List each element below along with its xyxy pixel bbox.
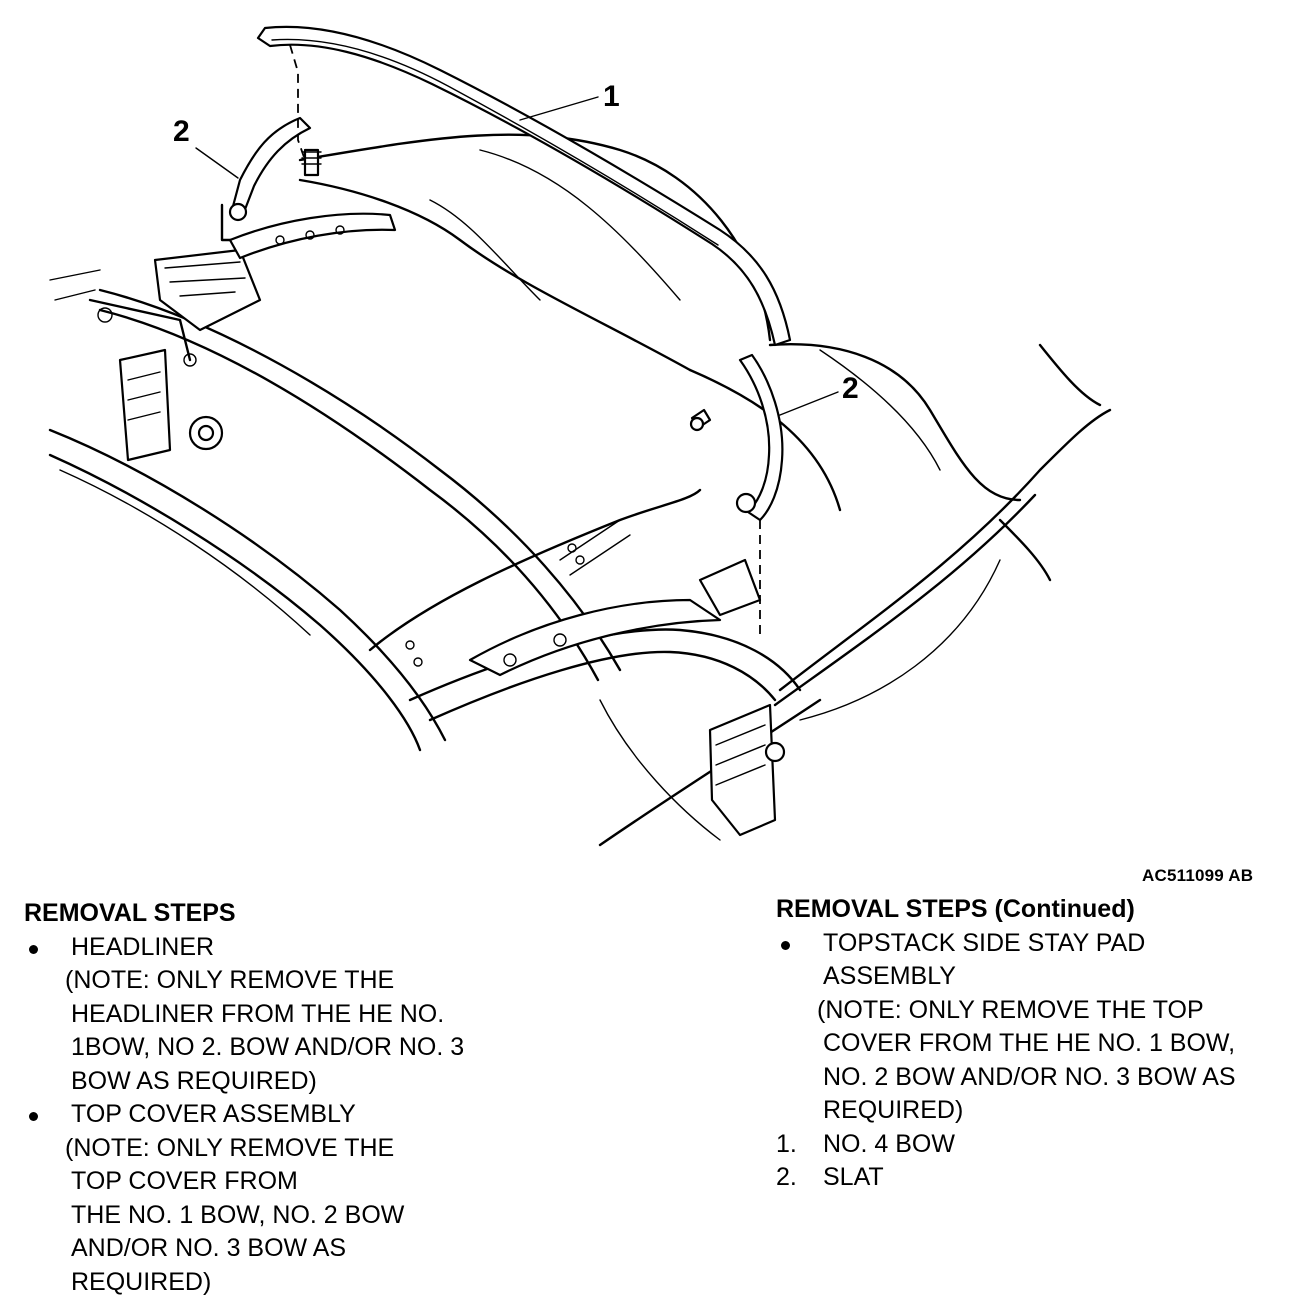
step-headliner: HEADLINER (NOTE: ONLY REMOVE THE HEADLIN… [24, 931, 544, 1099]
step-note-line: 1BOW, NO 2. BOW AND/OR NO. 3 [71, 1031, 544, 1065]
step-note-line: HEADLINER FROM THE HE NO. [71, 998, 544, 1032]
step-note-line: COVER FROM THE HE NO. 1 BOW, [823, 1027, 1306, 1061]
left-hinge-mechanism [50, 214, 395, 460]
step-note-line: REQUIRED) [823, 1094, 1306, 1128]
callout-number-2-upper: 2 [173, 117, 190, 147]
bullet-icon [781, 941, 790, 950]
step-note-line: (NOTE: ONLY REMOVE THE TOP [817, 994, 1306, 1028]
step-note-line: TOP COVER FROM [71, 1165, 544, 1199]
step-note-line: BOW AS REQUIRED) [71, 1065, 544, 1099]
convertible-top-bow-diagram [0, 0, 1312, 900]
step-topstack-side-stay-pad: TOPSTACK SIDE STAY PAD ASSEMBLY (NOTE: O… [776, 927, 1306, 1128]
removal-steps-left: REMOVAL STEPS HEADLINER (NOTE: ONLY REMO… [24, 897, 544, 1299]
step-no-4-bow: 1. NO. 4 BOW [776, 1128, 1306, 1162]
step-title: TOP COVER ASSEMBLY [71, 1098, 544, 1132]
removal-steps-heading: REMOVAL STEPS [24, 897, 544, 931]
callout-number-1: 1 [603, 82, 620, 112]
step-slat: 2. SLAT [776, 1161, 1306, 1195]
step-number: 1. [776, 1128, 797, 1162]
step-note-line: (NOTE: ONLY REMOVE THE [65, 964, 544, 998]
step-title: NO. 4 BOW [823, 1128, 1306, 1162]
figure-code: AC511099 AB [1142, 866, 1253, 886]
right-slat [691, 355, 782, 520]
step-note-line: ASSEMBLY [823, 960, 1306, 994]
removal-steps-right: REMOVAL STEPS (Continued) TOPSTACK SIDE … [776, 893, 1306, 1195]
step-title: HEADLINER [71, 931, 544, 965]
top-cover-fabric [300, 135, 1100, 580]
step-note-line: REQUIRED) [71, 1266, 544, 1299]
step-note-line: AND/OR NO. 3 BOW AS [71, 1232, 544, 1266]
step-note-line: NO. 2 BOW AND/OR NO. 3 BOW AS [823, 1061, 1306, 1095]
step-top-cover-assembly: TOP COVER ASSEMBLY (NOTE: ONLY REMOVE TH… [24, 1098, 544, 1299]
bullet-icon [29, 1112, 38, 1121]
callout-number-2-lower: 2 [842, 374, 859, 404]
no-4-bow [258, 27, 790, 345]
step-note-line: THE NO. 1 BOW, NO. 2 BOW [71, 1199, 544, 1233]
removal-steps-continued-heading: REMOVAL STEPS (Continued) [776, 893, 1306, 927]
step-title: TOPSTACK SIDE STAY PAD [823, 927, 1306, 961]
step-note-line: (NOTE: ONLY REMOVE THE [65, 1132, 544, 1166]
bullet-icon [29, 945, 38, 954]
step-title: SLAT [823, 1161, 1306, 1195]
step-number: 2. [776, 1161, 797, 1195]
